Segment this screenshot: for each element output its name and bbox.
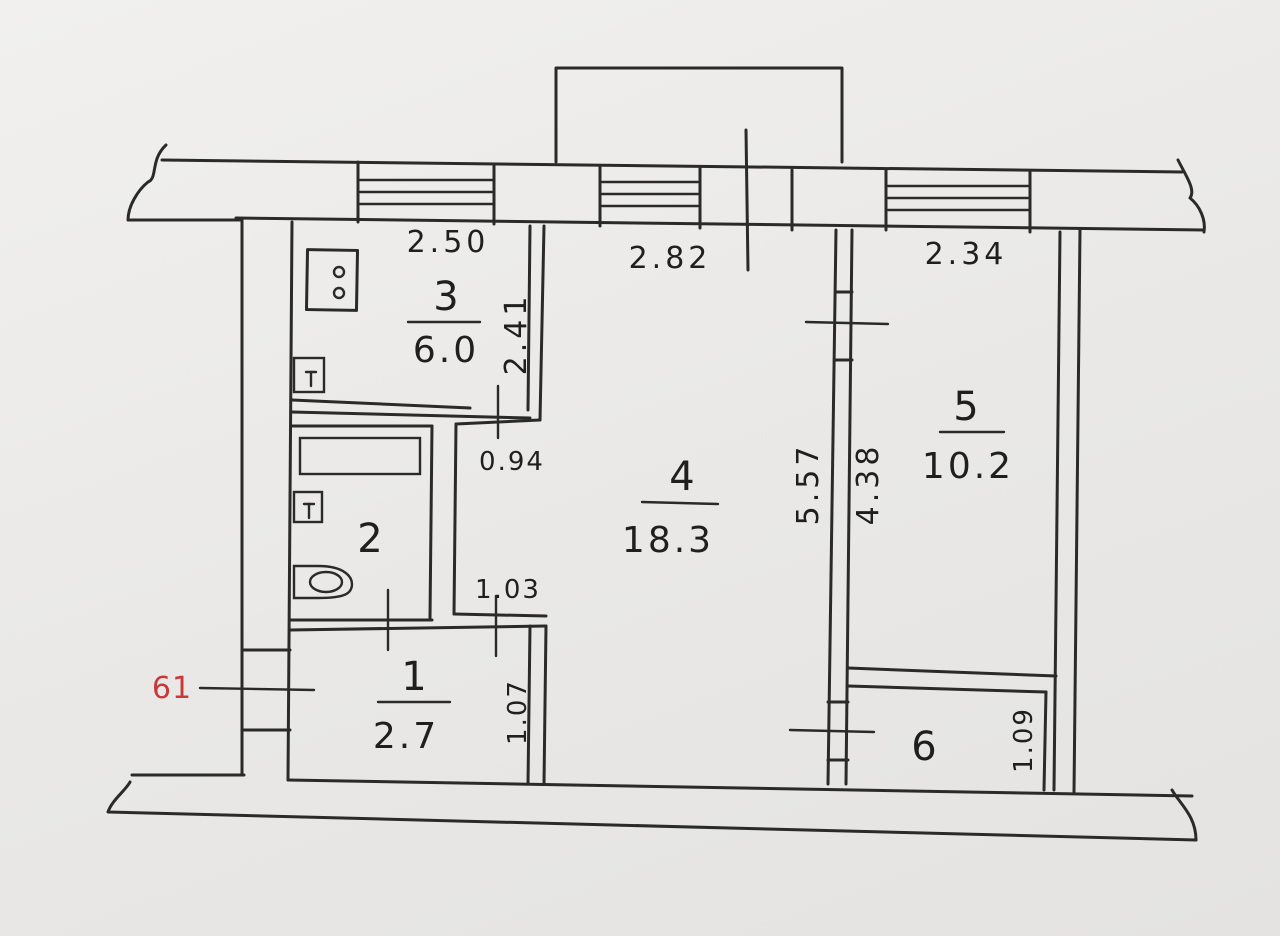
sink-icon-bathroom bbox=[292, 490, 324, 524]
door-entrance bbox=[198, 686, 316, 692]
toilet-icon bbox=[292, 564, 354, 600]
stove-icon bbox=[304, 248, 360, 312]
dim-living-width: 2.82 bbox=[629, 241, 712, 276]
dim-bedroom-width: 2.34 bbox=[925, 237, 1008, 272]
room-hall-walls bbox=[526, 624, 548, 786]
exterior-wall-left bbox=[240, 218, 294, 782]
exterior-wall-bottom bbox=[106, 773, 1198, 842]
room-area: 18.3 bbox=[622, 520, 714, 561]
apartment-number-mark: 61 bbox=[152, 671, 192, 706]
room-number: 2 bbox=[357, 516, 382, 562]
dim-kitchen-width: 2.50 bbox=[407, 225, 490, 260]
room-5-label: 5 10.2 bbox=[922, 384, 1014, 487]
dim-closet-depth: 1.09 bbox=[1009, 707, 1039, 773]
room-1-label: 1 2.7 bbox=[373, 654, 452, 757]
room-number: 5 bbox=[953, 384, 978, 430]
room-3-label: 3 6.0 bbox=[406, 274, 482, 371]
balcony bbox=[554, 66, 844, 164]
window-living bbox=[598, 128, 794, 272]
room-number: 6 bbox=[911, 724, 936, 770]
room-bathroom-walls bbox=[288, 422, 548, 632]
room-closet-walls bbox=[846, 666, 1058, 792]
dim-corridor-width: 0.94 bbox=[479, 447, 545, 477]
exterior-wall-top bbox=[126, 143, 1206, 234]
room-number: 1 bbox=[401, 654, 426, 700]
dim-living-depth: 5.57 bbox=[791, 443, 826, 526]
room-area: 10.2 bbox=[922, 446, 1014, 487]
partition-living-bedroom bbox=[788, 228, 890, 786]
dim-bedroom-depth: 4.38 bbox=[851, 443, 886, 526]
exterior-wall-right bbox=[1052, 228, 1082, 794]
room-6-label: 6 bbox=[911, 724, 936, 770]
window-bedroom bbox=[884, 168, 1032, 234]
sink-icon-kitchen bbox=[292, 356, 326, 394]
room-number: 4 bbox=[669, 454, 694, 500]
room-2-label: 2 bbox=[357, 516, 382, 562]
dim-hall-width: 1.03 bbox=[475, 575, 541, 605]
room-4-label: 4 18.3 bbox=[622, 454, 720, 561]
bathtub-icon bbox=[298, 436, 422, 476]
room-area: 6.0 bbox=[413, 330, 479, 371]
room-number: 3 bbox=[433, 274, 458, 320]
window-kitchen bbox=[356, 160, 496, 226]
dim-hall-depth: 1.07 bbox=[503, 679, 533, 745]
dim-kitchen-depth: 2.41 bbox=[499, 293, 534, 376]
room-area: 2.7 bbox=[373, 716, 439, 757]
